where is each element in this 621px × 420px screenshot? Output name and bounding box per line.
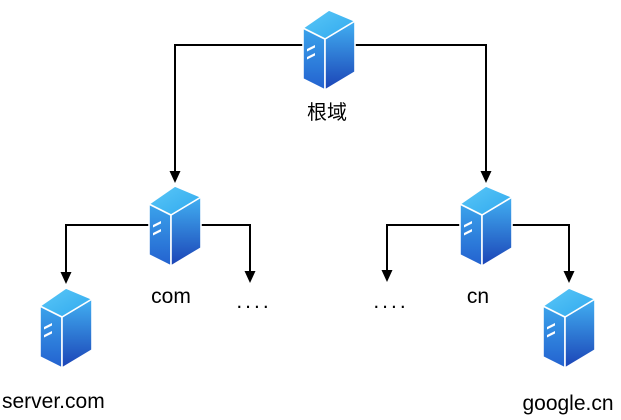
server-vent-slot — [307, 45, 315, 52]
server-node-googlecn — [541, 286, 597, 370]
server-vent-slot — [153, 229, 161, 236]
ellipsis-label-right: .... — [373, 290, 409, 313]
server-com-label: server.com — [2, 390, 105, 413]
arrowhead-cn-googlecn — [563, 271, 575, 283]
server-top-face — [39, 287, 93, 318]
server-top-face — [302, 9, 356, 40]
server-node-servercom — [38, 286, 94, 370]
edge-root-cn — [355, 44, 487, 171]
server-vent-slot — [464, 229, 472, 236]
edge-com-dots — [201, 224, 251, 271]
cn-domain-label: cn — [466, 285, 490, 308]
root-domain-label: 根域 — [307, 102, 347, 124]
arrowhead-com-servercom — [60, 272, 72, 284]
ellipsis-label-left: .... — [236, 290, 272, 313]
server-node-cn — [458, 184, 514, 268]
edge-cn-dots — [386, 224, 460, 270]
edge-com-servercom — [65, 224, 149, 272]
arrowhead-root-com — [169, 171, 181, 183]
edge-root-com — [174, 44, 303, 171]
arrowhead-cn-dots — [381, 270, 393, 282]
server-node-com — [147, 184, 203, 268]
server-vent-slot — [44, 331, 52, 338]
server-3d-icon — [542, 287, 596, 369]
server-3d-icon — [459, 185, 513, 267]
com-domain-label: com — [151, 285, 191, 308]
server-vent-slot — [307, 53, 315, 60]
server-top-face — [148, 185, 202, 216]
arrowhead-com-dots — [244, 271, 256, 283]
server-3d-icon — [39, 287, 93, 369]
google-cn-label: google.cn — [522, 392, 614, 415]
server-vent-slot — [153, 221, 161, 228]
server-node-root — [301, 8, 357, 92]
server-vent-slot — [547, 331, 555, 338]
server-top-face — [459, 185, 513, 216]
server-top-face — [542, 287, 596, 318]
server-3d-icon — [148, 185, 202, 267]
edge-cn-googlecn — [512, 224, 570, 271]
server-3d-icon — [302, 9, 356, 91]
arrowhead-root-cn — [480, 171, 492, 183]
server-vent-slot — [464, 221, 472, 228]
server-vent-slot — [547, 323, 555, 330]
server-vent-slot — [44, 323, 52, 330]
